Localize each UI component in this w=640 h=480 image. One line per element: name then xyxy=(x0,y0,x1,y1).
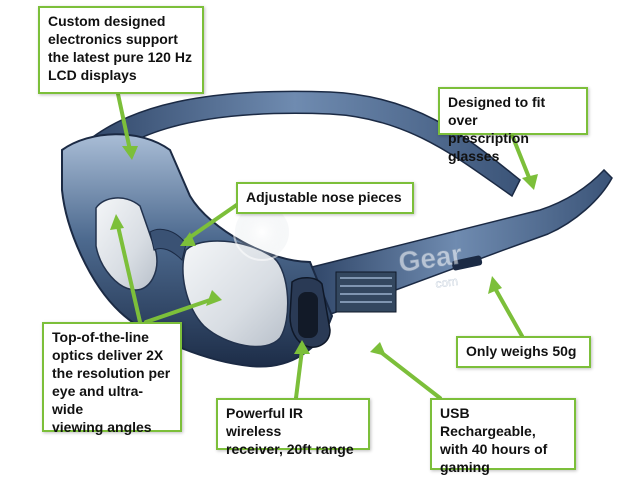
arrow-ir xyxy=(294,348,304,400)
arm-button xyxy=(451,255,483,271)
arrow-ir-head xyxy=(294,340,310,354)
arrow-optics-1-head xyxy=(110,214,124,230)
callout-usb: USB Rechargeable, with 40 hours of gamin… xyxy=(430,398,576,475)
arrow-weight-head xyxy=(488,276,502,294)
arrow-optics-2-head xyxy=(206,290,222,306)
callout-arrows xyxy=(110,92,538,400)
arrow-electronics-head xyxy=(122,146,138,160)
callout-prescription: Designed to fit over prescription glasse… xyxy=(438,87,588,164)
arrow-nose xyxy=(184,202,240,242)
arrow-nose-head xyxy=(180,232,196,246)
arrow-weight xyxy=(494,288,524,338)
watermark-subtext: com xyxy=(434,274,458,291)
arrow-optics-2 xyxy=(144,296,218,324)
arrow-optics-1 xyxy=(116,224,142,324)
back-arm xyxy=(68,90,521,198)
callout-electronics: Custom designed electronics support the … xyxy=(38,6,204,94)
callout-nose-pieces: Adjustable nose pieces xyxy=(236,182,414,214)
callout-weight: Only weighs 50g xyxy=(456,336,591,368)
nose-bridge xyxy=(149,228,187,261)
ir-receiver-window xyxy=(298,292,318,338)
watermark: Gear com xyxy=(233,203,464,291)
lens-rear xyxy=(95,197,158,291)
arrow-usb-head xyxy=(370,342,386,356)
arrow-usb xyxy=(376,348,442,400)
callout-optics: Top-of-the-line optics deliver 2X the re… xyxy=(42,322,182,435)
arrow-electronics xyxy=(116,92,132,152)
callout-ir-receiver: Powerful IR wireless receiver, 20ft rang… xyxy=(216,398,370,457)
arrow-prescription-head xyxy=(522,174,538,190)
electronics-grille xyxy=(335,271,397,313)
arrow-prescription xyxy=(510,133,532,182)
